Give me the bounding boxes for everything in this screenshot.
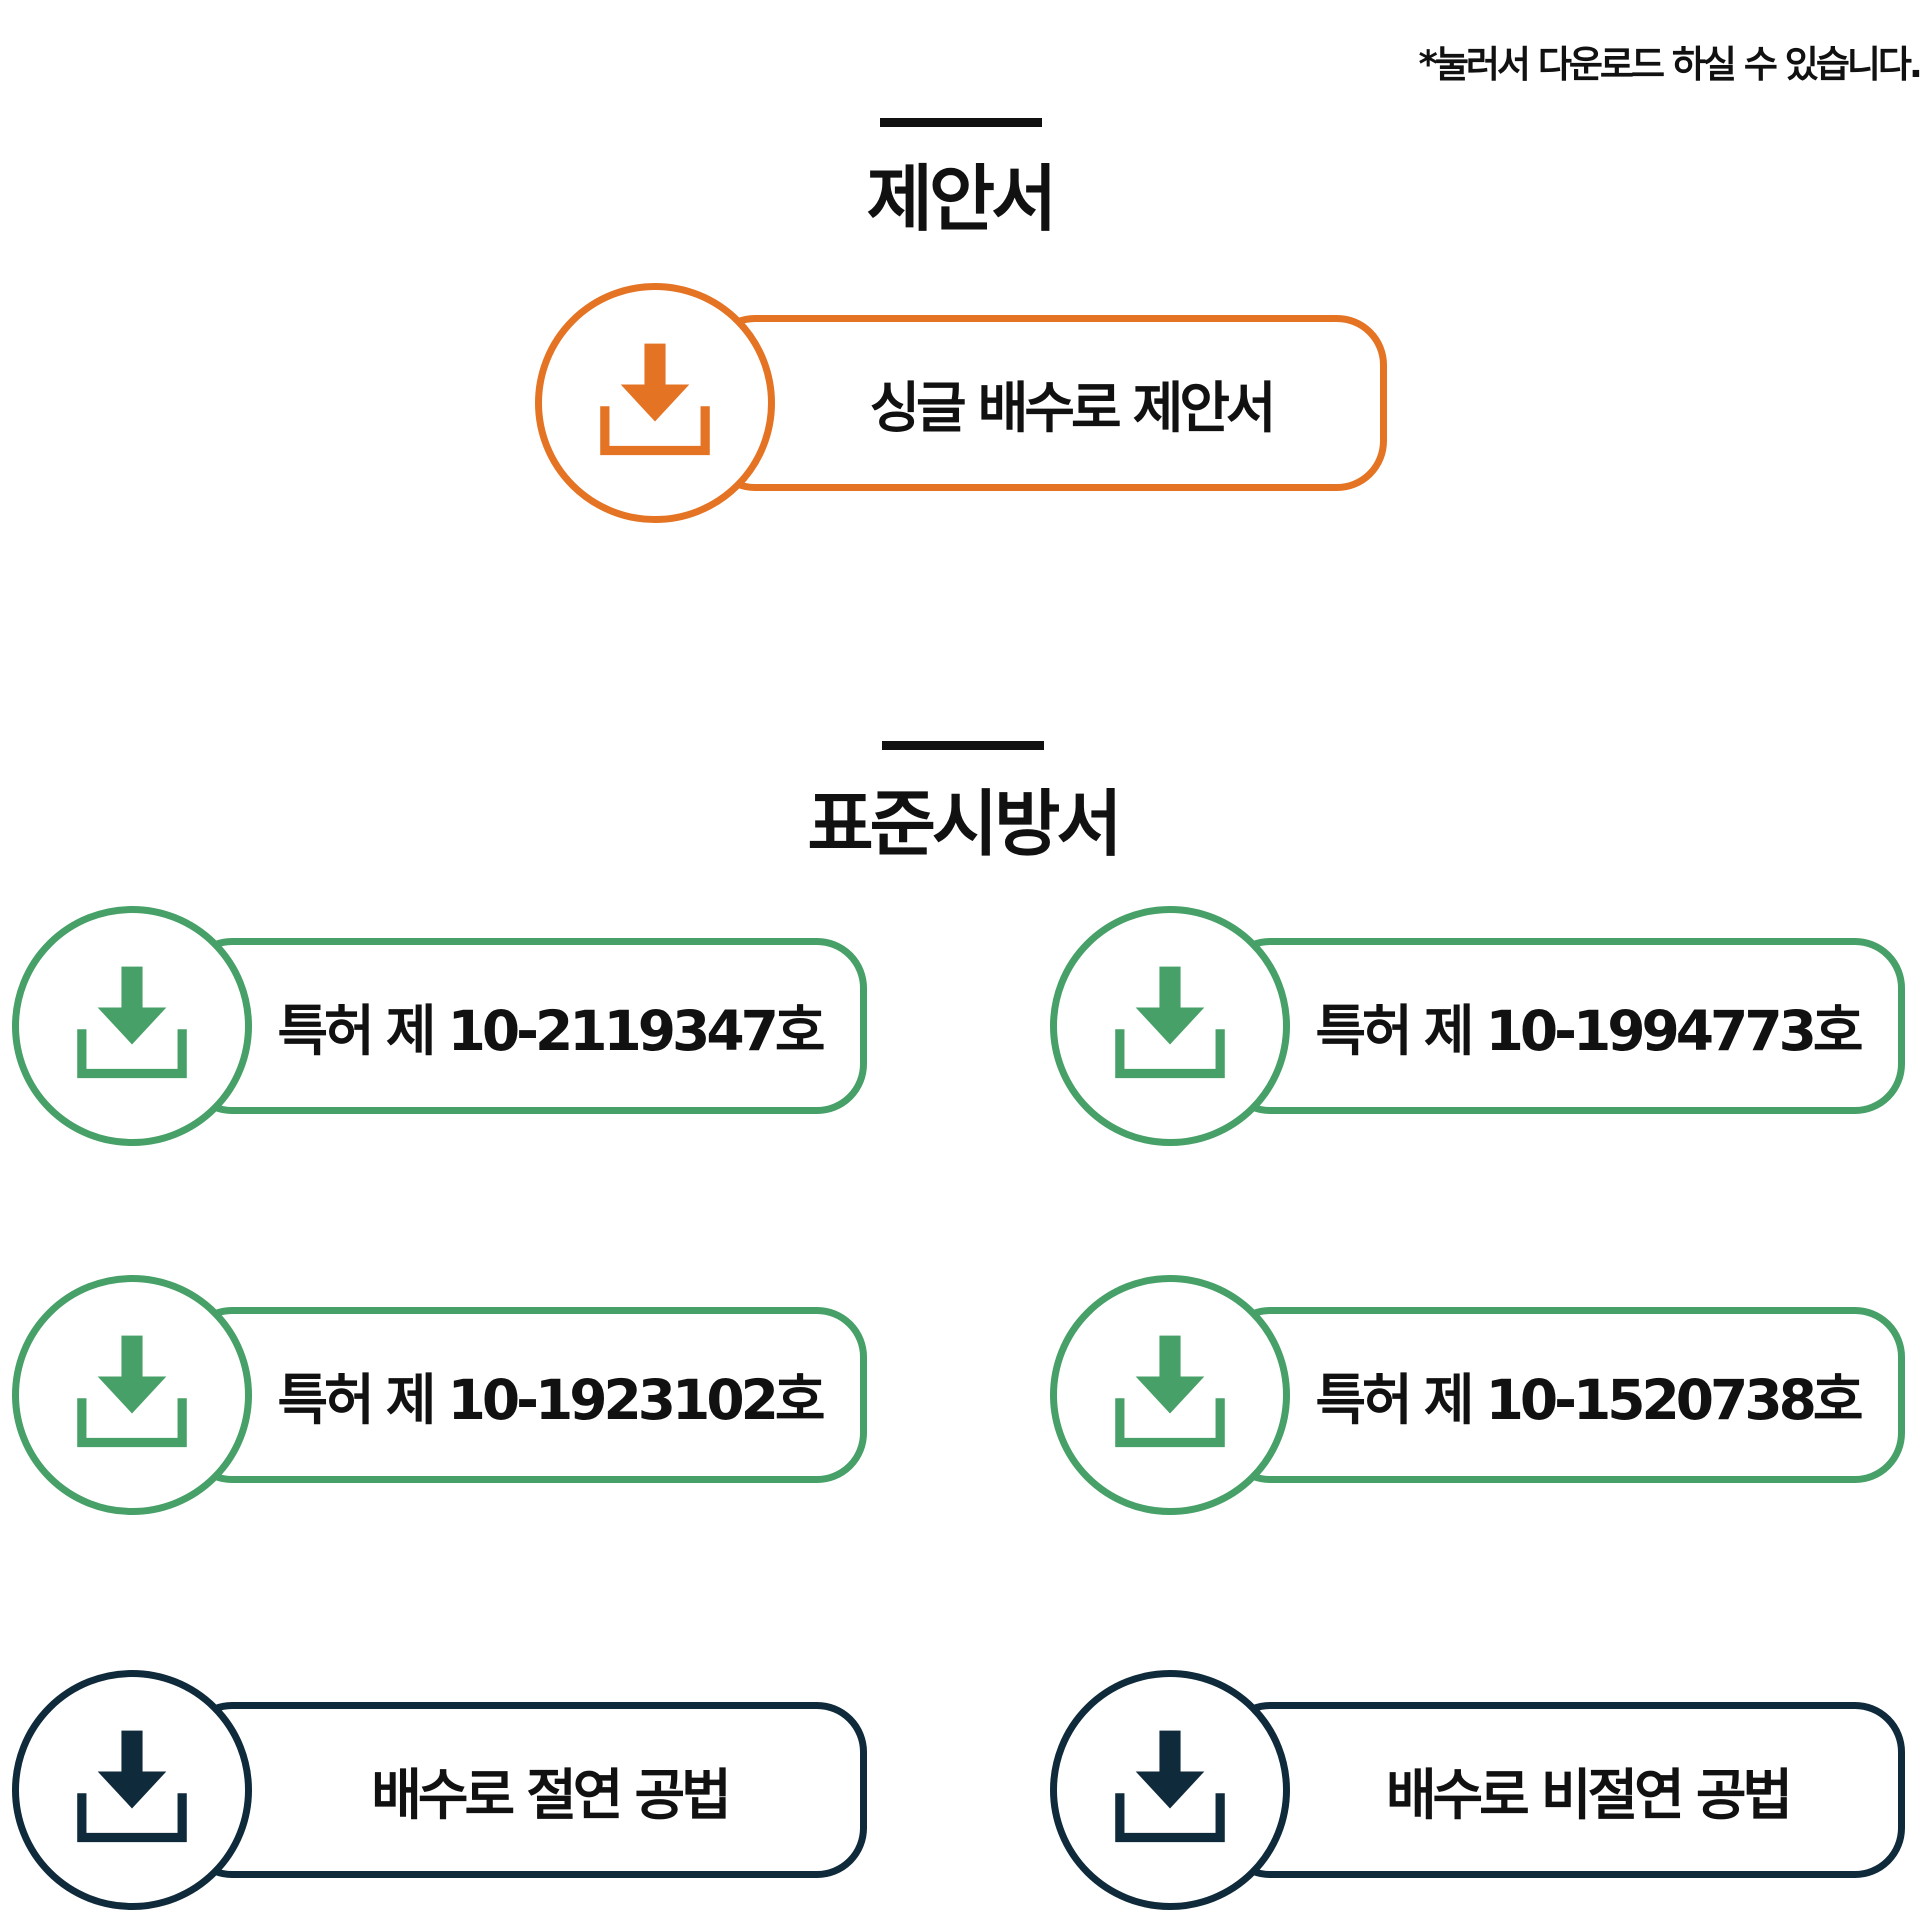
download-icon bbox=[1115, 1730, 1225, 1843]
button-frame bbox=[182, 1307, 867, 1483]
download-patent-10-1994773-button[interactable]: 특허 제 10-1994773호 bbox=[1050, 906, 1905, 1146]
button-frame bbox=[1220, 938, 1905, 1114]
download-button-label: 특허 제 10-1520738호 bbox=[1315, 1368, 1864, 1432]
download-button-label: 특허 제 10-2119347호 bbox=[277, 999, 826, 1063]
download-non-insulated-method-button[interactable]: 배수로 비절연 공법 bbox=[1050, 1670, 1905, 1910]
download-patent-10-1520738-button[interactable]: 특허 제 10-1520738호 bbox=[1050, 1275, 1905, 1515]
proposal-section-divider bbox=[880, 118, 1042, 127]
download-icon bbox=[77, 1335, 187, 1448]
download-insulated-method-button[interactable]: 배수로 절연 공법 bbox=[12, 1670, 867, 1910]
button-frame bbox=[182, 1702, 867, 1878]
download-button-label: 특허 제 10-1923102호 bbox=[277, 1368, 826, 1432]
proposal-section-title: 제안서 bbox=[866, 157, 1058, 241]
download-icon-circle bbox=[12, 906, 252, 1146]
download-button-label: 특허 제 10-1994773호 bbox=[1315, 999, 1864, 1063]
download-icon bbox=[77, 1730, 187, 1843]
download-icon bbox=[1115, 966, 1225, 1079]
download-proposal-button[interactable]: 싱글 배수로 제안서 bbox=[535, 283, 1387, 523]
download-icon-circle bbox=[12, 1670, 252, 1910]
download-button-label: 싱글 배수로 제안서 bbox=[869, 376, 1276, 440]
download-icon bbox=[77, 966, 187, 1079]
download-hint-text: *눌러서 다운로드 하실 수 있습니다. bbox=[1418, 43, 1920, 86]
download-icon-circle bbox=[1050, 1670, 1290, 1910]
download-patent-10-1923102-button[interactable]: 특허 제 10-1923102호 bbox=[12, 1275, 867, 1515]
download-icon bbox=[1115, 1335, 1225, 1448]
download-icon-circle bbox=[1050, 906, 1290, 1146]
download-icon-circle bbox=[535, 283, 775, 523]
button-frame bbox=[182, 938, 867, 1114]
download-icon bbox=[600, 343, 710, 456]
download-button-label: 배수로 비절연 공법 bbox=[1385, 1763, 1793, 1827]
download-icon-circle bbox=[12, 1275, 252, 1515]
button-frame bbox=[705, 315, 1387, 491]
download-button-label: 배수로 절연 공법 bbox=[371, 1763, 732, 1827]
download-patent-10-2119347-button[interactable]: 특허 제 10-2119347호 bbox=[12, 906, 867, 1146]
download-icon-circle bbox=[1050, 1275, 1290, 1515]
spec-section-divider bbox=[882, 741, 1044, 750]
spec-section-title: 표준시방서 bbox=[807, 782, 1122, 866]
